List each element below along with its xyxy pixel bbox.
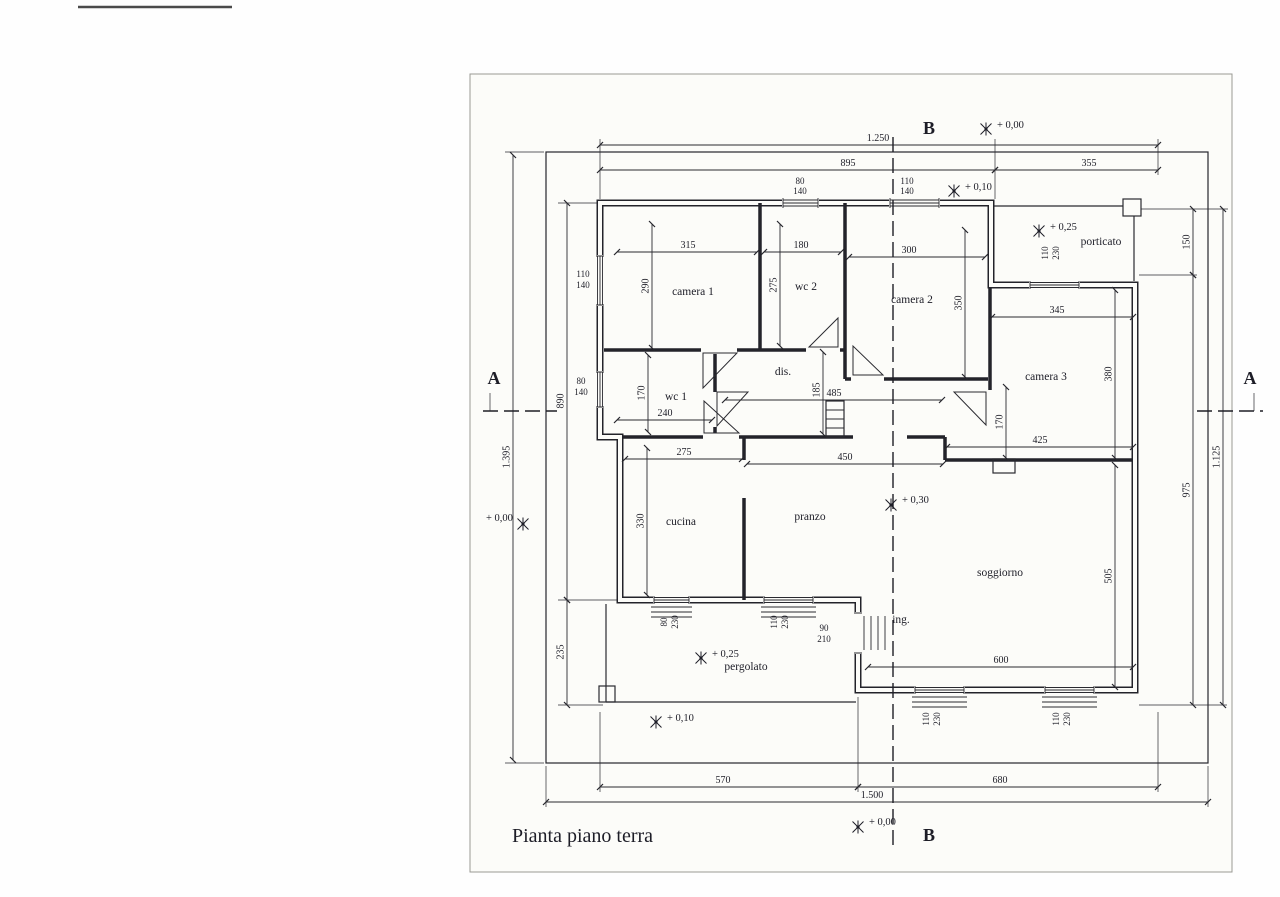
opening-left-wc1-w: 80: [577, 376, 587, 386]
elevation-west: + 0,00: [486, 513, 513, 524]
dim-cucina-depth: 330: [636, 514, 647, 529]
opening-soggiorno-win1-w: 110: [921, 712, 931, 726]
dim-camera3-depth: 380: [1104, 367, 1115, 382]
dim-left-building: 890: [556, 394, 567, 409]
opening-porticato-door-h: 230: [1051, 246, 1061, 260]
opening-left-wc1-h: 140: [574, 387, 588, 397]
dim-pranzo-width: 450: [838, 452, 853, 463]
room-label-soggiorno: soggiorno: [977, 567, 1023, 579]
elevation-garden: + 0,10: [667, 713, 694, 724]
dim-dis-depth: 185: [812, 383, 823, 398]
dim-soggiorno-top: 425: [1033, 435, 1048, 446]
opening-entrance-door-h: 210: [817, 634, 831, 644]
dim-left-total: 1.395: [502, 446, 513, 469]
room-label-camera1: camera 1: [672, 286, 714, 298]
dimension-texts: 1.250 895 355 315 180 300 345 240 485 42…: [502, 133, 1223, 801]
dim-camera1-width: 315: [681, 240, 696, 251]
dim-camera2-width: 300: [902, 245, 917, 256]
opening-soggiorno-win2-h: 230: [1062, 712, 1072, 726]
opening-pranzo-door-h: 230: [780, 615, 790, 629]
section-b-label-bottom: B: [923, 825, 935, 845]
porticato-beam: [994, 205, 1135, 281]
dim-bottom-pergolato: 570: [716, 775, 731, 786]
elevation-pergolato: + 0,25: [712, 649, 739, 660]
dim-top-total: 1.250: [867, 133, 890, 144]
pergolato-structure: [598, 604, 856, 703]
opening-top-wc2-h: 140: [793, 186, 807, 196]
dim-cucina-width: 275: [677, 447, 692, 458]
elevation-top-right: + 0,00: [997, 120, 1024, 131]
dim-right-total: 1.125: [1212, 446, 1223, 469]
room-label-camera3: camera 3: [1025, 371, 1067, 383]
section-line-b: B B: [892, 118, 935, 847]
dim-bottom-total: 1.500: [861, 790, 884, 801]
dim-right-lower: 975: [1182, 483, 1193, 498]
paper-sheet: [469, 73, 1233, 873]
extension-lines: [505, 139, 1228, 807]
section-b-label-top: B: [923, 118, 935, 138]
room-label-pranzo: pranzo: [794, 511, 826, 523]
dim-camera2-depth: 350: [954, 296, 965, 311]
section-a-label-right: A: [1244, 368, 1257, 388]
dim-bottom-right: 680: [993, 775, 1008, 786]
elevation-south: + 0,00: [869, 817, 896, 828]
section-a-ticks: [489, 393, 1255, 411]
dim-left-pergolato: 235: [556, 645, 567, 660]
opening-pranzo-door-w: 110: [769, 615, 779, 629]
dim-wc2-depth: 275: [769, 278, 780, 293]
opening-top-wc2-w: 80: [796, 176, 806, 186]
room-label-porticato: porticato: [1081, 236, 1122, 248]
dim-camera1-depth: 290: [641, 279, 652, 294]
opening-left-camera1-w: 110: [576, 269, 590, 279]
dim-dis-width: 485: [827, 388, 842, 399]
room-label-wc2: wc 2: [795, 281, 817, 293]
porticato-structure: [994, 198, 1142, 281]
section-a-label-left: A: [488, 368, 501, 388]
room-label-wc1: wc 1: [665, 391, 687, 403]
corridor-chimney-lines: [826, 409, 844, 429]
room-label-cucina: cucina: [666, 516, 696, 528]
dimension-lines: [509, 141, 1227, 806]
dim-wc2-width: 180: [794, 240, 809, 251]
room-label-camera2: camera 2: [891, 294, 933, 306]
room-label-pergolato: pergolato: [724, 661, 767, 673]
dim-top-porticato: 355: [1082, 158, 1097, 169]
dim-soggiorno-depth: 505: [1104, 569, 1115, 584]
dim-soggiorno-width: 600: [994, 655, 1009, 666]
step-lines: [651, 606, 1097, 708]
elevation-porticato: + 0,25: [1050, 222, 1077, 233]
section-line-a: A A: [483, 368, 1263, 412]
dim-wc1-width: 240: [658, 408, 673, 419]
opening-top-camera2-w: 110: [900, 176, 914, 186]
elevation-markers: + 0,00 + 0,10 + 0,25 + 0,30 + 0,00 + 0,2…: [486, 120, 1077, 834]
opening-top-camera2-h: 140: [900, 186, 914, 196]
drawing-title: Pianta piano terra: [512, 825, 653, 847]
opening-soggiorno-win2-w: 110: [1051, 712, 1061, 726]
elevation-porch: + 0,10: [965, 182, 992, 193]
pergolato-pillar: [598, 685, 616, 703]
room-label-ing: ing.: [892, 614, 910, 626]
door-swings: [702, 316, 987, 434]
dim-camera3-door: 170: [995, 415, 1006, 430]
opening-left-camera1-h: 140: [576, 280, 590, 290]
porticato-pillar: [1122, 198, 1142, 217]
elevation-soggiorno: + 0,30: [902, 495, 929, 506]
room-label-dis: dis.: [775, 366, 791, 378]
opening-cucina-door-w: 80: [659, 617, 669, 627]
opening-porticato-door-w: 110: [1040, 246, 1050, 260]
opening-entrance-door-w: 90: [820, 623, 830, 633]
room-labels: camera 1 wc 2 camera 2 camera 3 wc 1 dis…: [665, 236, 1122, 673]
exterior-wall-core: [598, 201, 1137, 692]
window-glazing: [596, 198, 1095, 694]
dim-camera3-width: 345: [1050, 305, 1065, 316]
dim-top-main: 895: [841, 158, 856, 169]
opening-cucina-door-h: 230: [670, 615, 680, 629]
exterior-walls: [596, 199, 1139, 694]
opening-soggiorno-win1-h: 230: [932, 712, 942, 726]
dim-right-porticato: 150: [1182, 235, 1193, 250]
opening-labels: 80 140 110 140 110 140 80 140 110 230 80…: [574, 176, 1072, 726]
lot-boundary: [545, 151, 1209, 764]
dim-wc1-depth: 170: [637, 386, 648, 401]
